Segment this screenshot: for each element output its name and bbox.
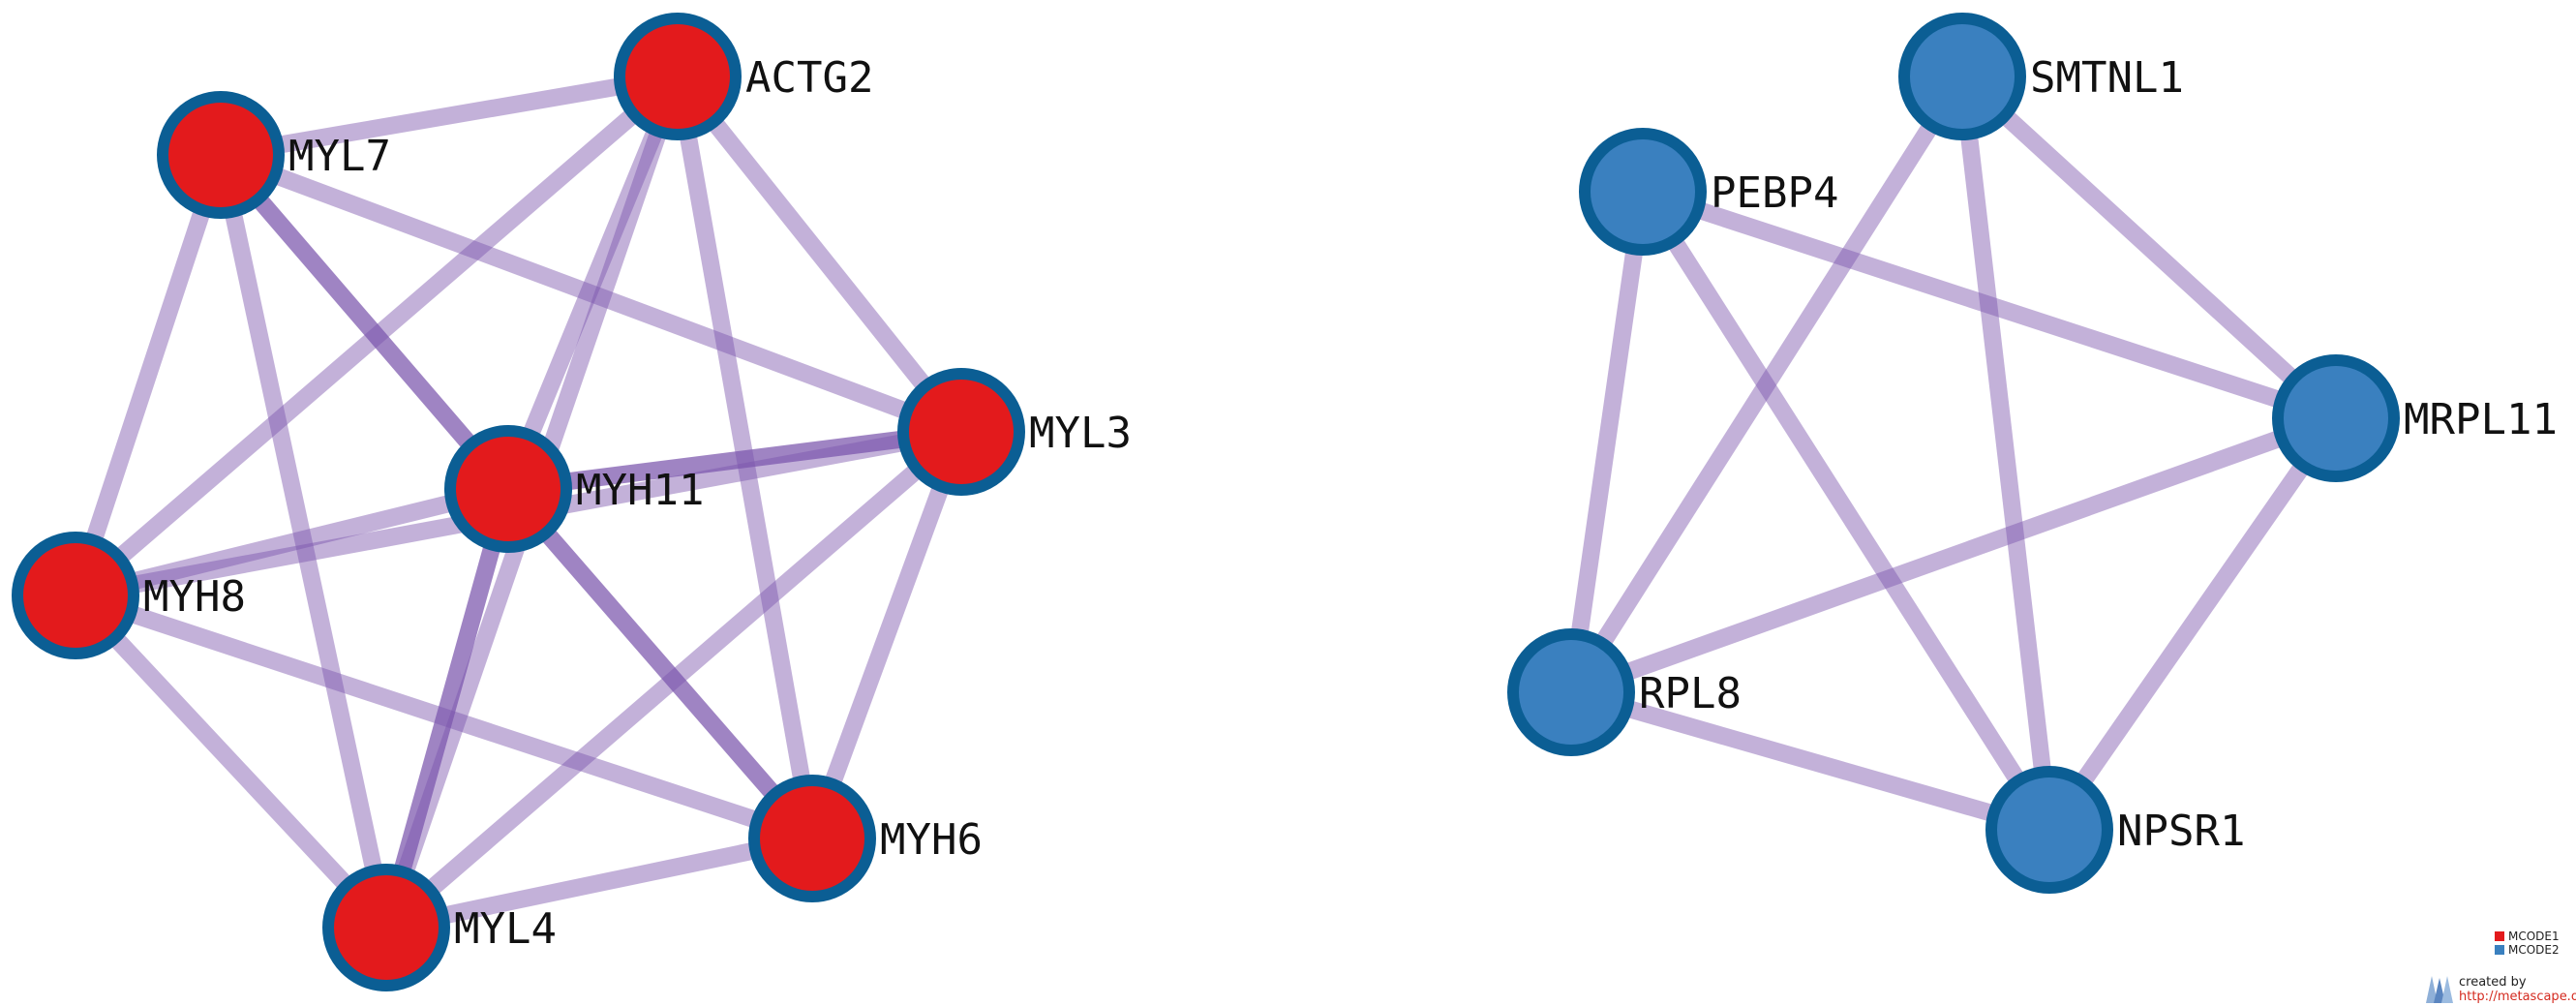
- node-label-myl4: MYL4: [454, 904, 557, 954]
- node-circle[interactable]: [444, 425, 572, 553]
- node-label-rpl8: RPL8: [1639, 669, 1742, 718]
- node-circle[interactable]: [1985, 766, 2113, 894]
- credit-created-by: created by: [2459, 975, 2527, 990]
- node-label-npsr1: NPSR1: [2117, 807, 2245, 856]
- node-label-myl7: MYL7: [288, 132, 391, 181]
- node-myl3[interactable]: MYL3: [897, 368, 1132, 496]
- node-label-myh11: MYH11: [576, 466, 704, 515]
- edge-smtnl1-npsr1: [1954, 75, 2058, 832]
- edge-pebp4-mrpl11: [1640, 183, 2339, 427]
- node-myh6[interactable]: MYH6: [748, 775, 983, 902]
- node-circle[interactable]: [1898, 13, 2026, 140]
- node-rpl8[interactable]: RPL8: [1507, 628, 1742, 756]
- edge-actg2-myh8: [70, 70, 683, 602]
- legend: MCODE1 MCODE2: [2495, 930, 2560, 957]
- node-circle[interactable]: [1579, 128, 1707, 256]
- node-actg2[interactable]: ACTG2: [614, 13, 873, 140]
- edge-myl7-actg2: [219, 68, 680, 164]
- edge-myl3-myh11: [506, 423, 963, 498]
- node-circle[interactable]: [614, 13, 742, 140]
- edge-myl7-myl4: [212, 153, 395, 930]
- edges-layer: [67, 68, 2344, 936]
- node-label-myl3: MYL3: [1029, 409, 1132, 458]
- edge-myl7-myl3: [217, 146, 965, 441]
- edge-actg2-myl3: [670, 71, 969, 438]
- edge-rpl8-npsr1: [1568, 684, 2052, 838]
- edge-myh11-myl4: [378, 486, 517, 930]
- node-label-actg2: ACTG2: [745, 53, 873, 103]
- metascape-logo-icon: [2426, 976, 2453, 1003]
- node-label-pebp4: PEBP4: [1711, 168, 1838, 218]
- node-npsr1[interactable]: NPSR1: [1985, 766, 2245, 894]
- edge-myh6-myl4: [384, 830, 814, 936]
- edge-myh11-myh8: [73, 480, 511, 604]
- node-circle[interactable]: [748, 775, 876, 902]
- node-label-myh8: MYH8: [143, 572, 246, 622]
- node-label-smtnl1: SMTNL1: [2030, 53, 2184, 103]
- node-myl4[interactable]: MYL4: [322, 864, 557, 991]
- legend-label-mcode2: MCODE2: [2508, 943, 2560, 957]
- node-circle[interactable]: [897, 368, 1025, 496]
- edge-actg2-myh11: [500, 73, 686, 493]
- node-myh11[interactable]: MYH11: [444, 425, 704, 553]
- legend-swatch-mcode1: [2495, 931, 2504, 941]
- edge-smtnl1-rpl8: [1563, 72, 1970, 697]
- node-smtnl1[interactable]: SMTNL1: [1898, 13, 2184, 140]
- credit-url-link[interactable]: http://metascape.org: [2459, 990, 2576, 1004]
- edge-myh11-myh6: [501, 483, 819, 844]
- node-label-myh6: MYH6: [880, 815, 983, 865]
- node-circle[interactable]: [157, 91, 285, 219]
- node-pebp4[interactable]: PEBP4: [1579, 128, 1838, 256]
- node-circle[interactable]: [12, 532, 139, 659]
- node-circle[interactable]: [1507, 628, 1635, 756]
- edge-pebp4-rpl8: [1562, 190, 1652, 694]
- node-label-mrpl11: MRPL11: [2404, 395, 2558, 444]
- node-circle[interactable]: [322, 864, 450, 991]
- legend-label-mcode1: MCODE1: [2508, 930, 2560, 943]
- edge-myh8-myh6: [73, 587, 815, 847]
- node-myl7[interactable]: MYL7: [157, 91, 391, 219]
- node-circle[interactable]: [2272, 354, 2400, 482]
- edge-mrpl11-rpl8: [1567, 410, 2340, 701]
- metascape-credit: created by http://metascape.org: [2426, 975, 2576, 1004]
- edge-myl3-myh6: [803, 428, 970, 842]
- edge-myl7-myh11: [214, 149, 515, 495]
- edge-myh8-myl4: [69, 589, 393, 934]
- legend-swatch-mcode2: [2495, 945, 2504, 955]
- edge-myl7-myh8: [67, 152, 229, 598]
- edge-smtnl1-mrpl11: [1955, 70, 2343, 425]
- edge-mrpl11-npsr1: [2042, 412, 2344, 836]
- node-myh8[interactable]: MYH8: [12, 532, 246, 659]
- node-mrpl11[interactable]: MRPL11: [2272, 354, 2558, 482]
- edge-pebp4-npsr1: [1635, 187, 2057, 835]
